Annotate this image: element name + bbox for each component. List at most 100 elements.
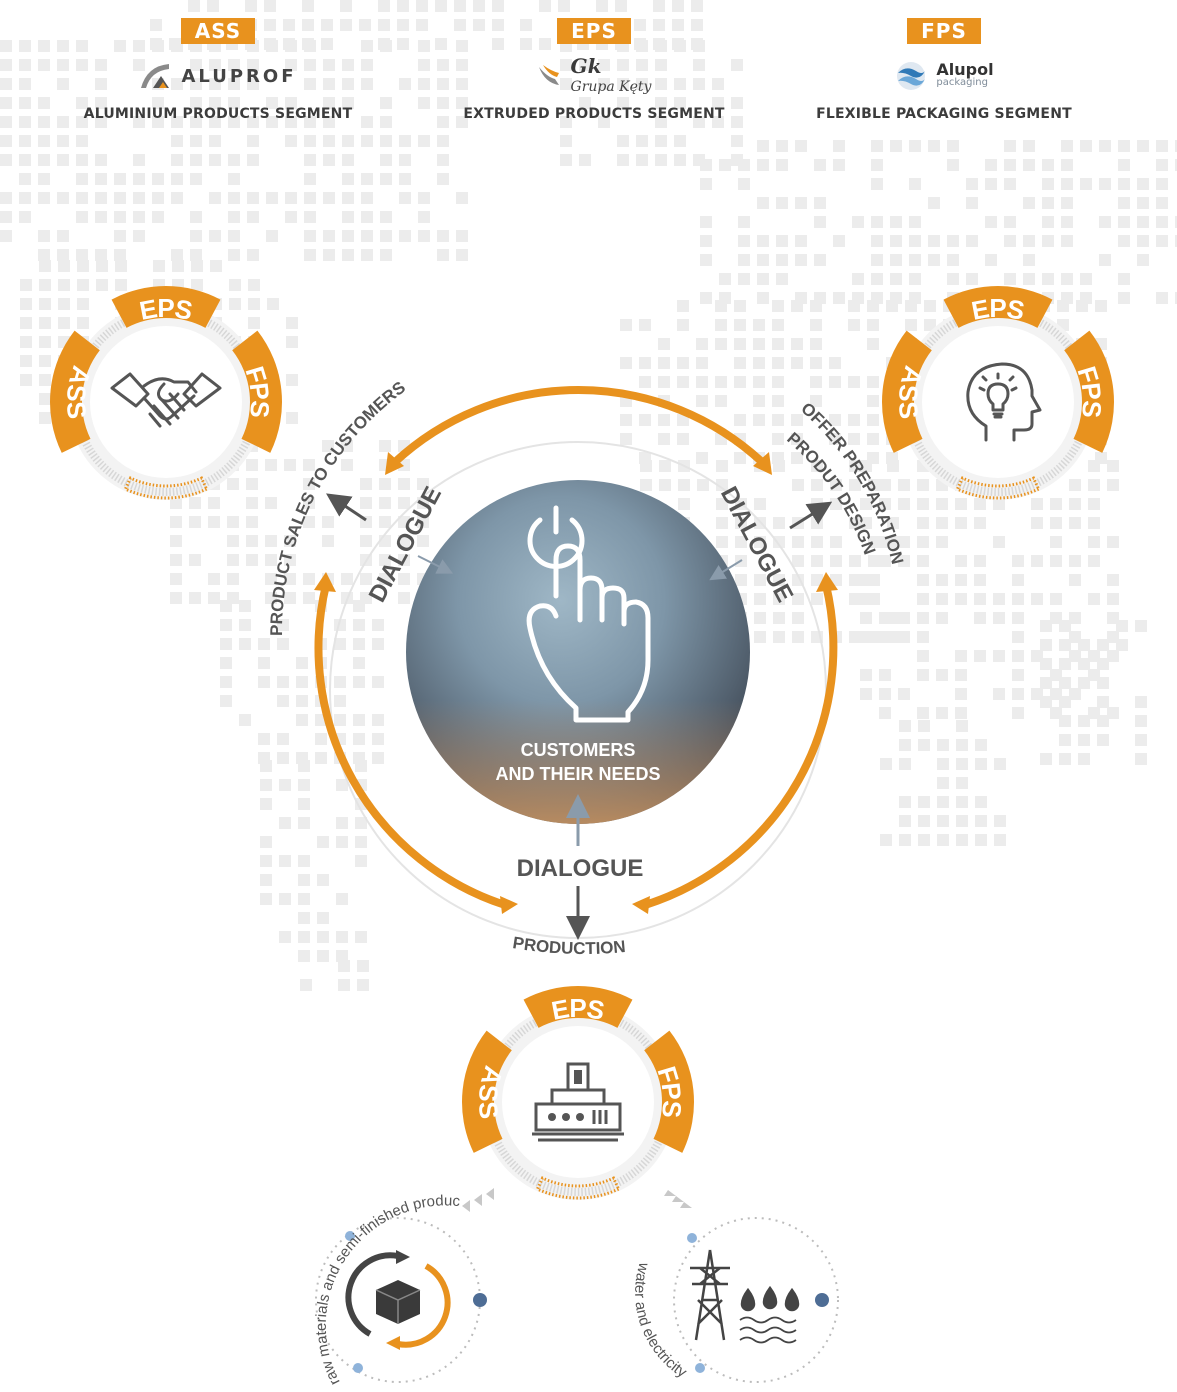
badge-tab-label-top: EPS <box>549 993 607 1026</box>
map-cell <box>773 574 785 586</box>
map-cell <box>1080 178 1092 190</box>
map-cell <box>398 573 410 585</box>
map-cell <box>879 669 891 681</box>
map-cell <box>792 536 804 548</box>
map-cell <box>691 19 703 31</box>
map-cell <box>360 535 372 547</box>
map-cell <box>1118 216 1130 228</box>
map-cell <box>956 758 968 770</box>
map-cell <box>700 216 712 228</box>
map-cell <box>1050 498 1062 510</box>
map-cell <box>323 135 335 147</box>
dialogue-bottom-label: DIALOGUE <box>517 855 644 882</box>
map-cell <box>947 254 959 266</box>
map-cell <box>95 173 107 185</box>
map-cell <box>1135 734 1147 746</box>
map-cell <box>342 230 354 242</box>
map-cell <box>279 893 291 905</box>
map-cell <box>1078 753 1090 765</box>
map-cell <box>227 516 239 528</box>
arrow-left-to-center <box>417 555 454 574</box>
map-cell <box>975 739 987 751</box>
map-cell <box>361 78 373 90</box>
map-cell <box>336 836 348 848</box>
map-cell <box>279 855 291 867</box>
map-cell <box>753 376 765 388</box>
map-cell <box>57 154 69 166</box>
map-cell <box>1042 216 1054 228</box>
map-cell <box>620 414 632 426</box>
map-cell <box>189 554 201 566</box>
map-cell <box>153 260 165 272</box>
map-cell <box>520 38 532 50</box>
map-cell <box>76 211 88 223</box>
map-cell <box>1012 574 1024 586</box>
map-cell <box>1088 593 1100 605</box>
badge-tab-label-right: FPS <box>651 1063 687 1119</box>
map-cell <box>696 357 708 369</box>
map-cell <box>210 260 222 272</box>
map-cell <box>1097 734 1109 746</box>
map-cell <box>39 260 51 272</box>
map-cell <box>372 733 384 745</box>
map-cell <box>57 249 69 261</box>
map-cell <box>266 116 278 128</box>
map-cell <box>772 338 784 350</box>
map-cell <box>924 300 936 312</box>
map-cell <box>1042 159 1054 171</box>
map-cell <box>95 192 107 204</box>
map-cell <box>114 211 126 223</box>
map-cell <box>937 834 949 846</box>
map-cell <box>437 135 449 147</box>
map-cell <box>1031 498 1043 510</box>
map-cell <box>353 676 365 688</box>
map-cell <box>342 59 354 71</box>
map-cell <box>114 173 126 185</box>
map-cell <box>1023 197 1035 209</box>
map-cell <box>917 669 929 681</box>
segment-name: FLEXIBLE PACKAGING SEGMENT <box>816 106 1072 122</box>
map-cell <box>435 38 447 50</box>
map-cell <box>848 376 860 388</box>
map-cell <box>810 338 822 350</box>
map-cell <box>598 59 610 71</box>
map-cell <box>928 140 940 152</box>
map-cell <box>909 273 921 285</box>
grupa-kety-logo-subtext: Grupa Kęty <box>570 78 652 95</box>
map-cell <box>617 97 629 109</box>
map-cell <box>39 336 51 348</box>
map-cell <box>655 154 667 166</box>
map-cell <box>189 592 201 604</box>
map-cell <box>560 78 572 90</box>
map-cell <box>57 230 69 242</box>
cycle-arrowheads <box>314 452 838 914</box>
segment-tag: EPS <box>557 18 631 44</box>
map-cell <box>133 192 145 204</box>
map-cell <box>0 230 12 242</box>
map-cell <box>955 707 967 719</box>
map-cell <box>731 59 743 71</box>
badge-orange-marker <box>955 476 1041 500</box>
map-cell <box>928 254 940 266</box>
map-cell <box>20 317 32 329</box>
map-cell <box>379 554 391 566</box>
map-cell <box>792 479 804 491</box>
map-cell <box>955 593 967 605</box>
map-cell <box>757 254 769 266</box>
map-cell <box>655 40 667 52</box>
badge-tab-label-left: ASS <box>473 1063 509 1121</box>
map-cell <box>372 676 384 688</box>
map-cell <box>867 300 879 312</box>
map-cell <box>734 300 746 312</box>
map-cell <box>659 460 671 472</box>
map-cell <box>829 433 841 445</box>
map-cell <box>170 535 182 547</box>
map-cell <box>674 40 686 52</box>
badge-sales <box>50 286 282 500</box>
map-cell <box>58 317 70 329</box>
map-cell <box>190 97 202 109</box>
map-cell <box>38 40 50 52</box>
map-cell <box>596 0 608 12</box>
map-cell <box>947 235 959 247</box>
map-cell <box>189 497 201 509</box>
